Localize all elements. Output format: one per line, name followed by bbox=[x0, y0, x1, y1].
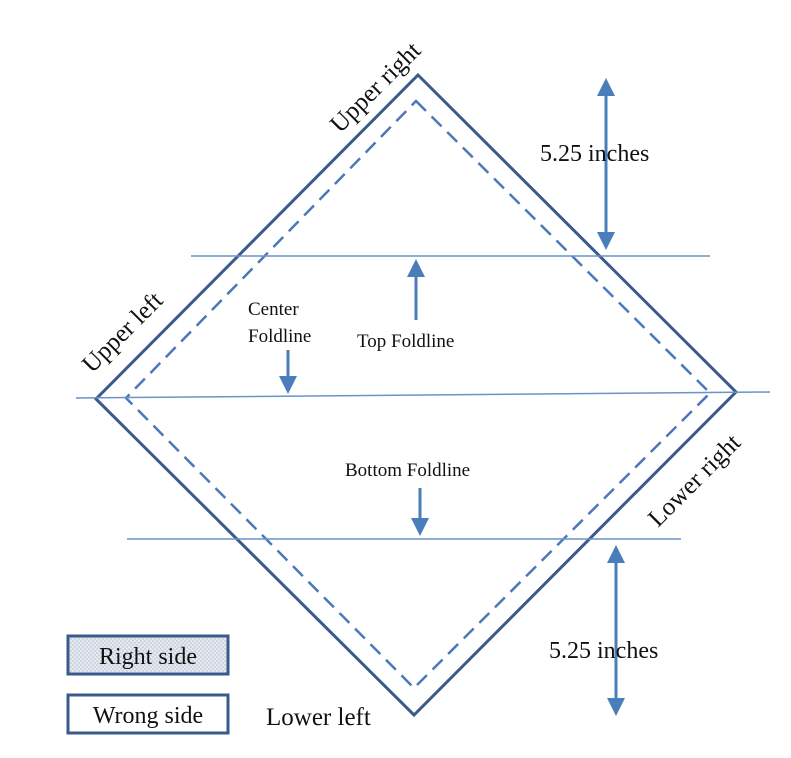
top-measurement-arrow bbox=[597, 78, 615, 250]
center-foldline bbox=[75, 391, 771, 399]
upper-left-label: Upper left bbox=[77, 287, 168, 378]
bottom-foldline-arrow bbox=[411, 488, 429, 536]
legend-right-side-swatch bbox=[66, 634, 230, 676]
legend-right-side-label: Right side bbox=[99, 644, 197, 670]
legend: Right side Wrong side bbox=[66, 634, 230, 735]
center-foldline-label-line1: Center bbox=[248, 299, 299, 320]
bottom-measurement-label: 5.25 inches bbox=[549, 638, 658, 664]
bottom-measurement-arrow bbox=[607, 545, 625, 716]
upper-right-label: Upper right bbox=[325, 37, 426, 138]
top-measurement-label: 5.25 inches bbox=[540, 141, 649, 167]
legend-wrong-side-swatch bbox=[66, 693, 230, 735]
center-foldline-arrow bbox=[279, 350, 297, 394]
bottom-foldline-label: Bottom Foldline bbox=[345, 460, 470, 481]
top-foldline-label: Top Foldline bbox=[357, 331, 454, 352]
legend-wrong-side-label: Wrong side bbox=[93, 703, 203, 729]
lower-left-label: Lower left bbox=[266, 704, 371, 731]
outer-square-outline bbox=[93, 72, 739, 718]
center-foldline-label-line2: Foldline bbox=[248, 326, 311, 347]
inner-seam-dashed-outline bbox=[124, 99, 712, 690]
top-foldline-arrow bbox=[407, 259, 425, 320]
